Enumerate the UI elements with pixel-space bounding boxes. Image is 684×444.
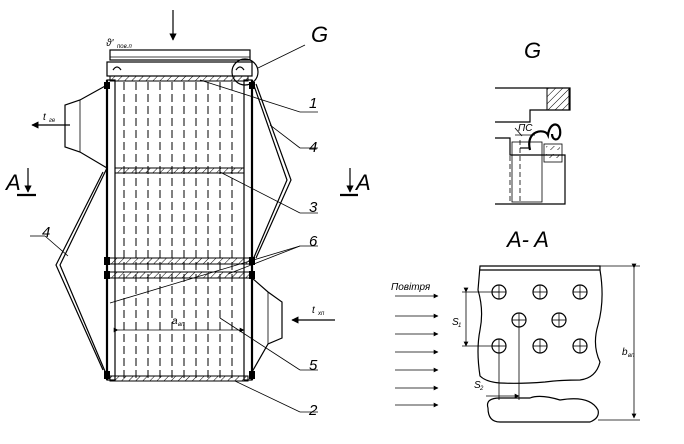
left-tube-row [106, 79, 116, 381]
part-5-label: 5 [309, 357, 318, 374]
upper-tube-sheet [109, 75, 249, 82]
intermediate-tube-sheet-1 [106, 257, 253, 265]
a-label: a [172, 316, 178, 327]
part-4-label-left: 4 [42, 224, 50, 241]
part-6-label: 6 [309, 233, 318, 250]
detail-g-view: G ПС [495, 38, 571, 205]
svg-text:A: A [4, 170, 21, 195]
air-label: Повітря [391, 282, 431, 293]
part-1-label: 1 [309, 95, 317, 112]
section-aa-view: A- A Повітря [391, 227, 640, 423]
theta-label: ϑ' [106, 38, 114, 49]
theta-subscript: пов.п [117, 44, 132, 50]
gas-outlet-nozzle [64, 84, 108, 169]
section-aa-title: A- A [505, 227, 549, 252]
part-2-label: 2 [308, 402, 318, 419]
tube-bundle [123, 82, 233, 378]
section-casing [477, 265, 603, 384]
main-view: ϑ' пов.п [4, 10, 371, 419]
right-tube-row [243, 79, 253, 381]
t-gas-label: t [43, 112, 47, 123]
part-4-label-right: 4 [309, 139, 317, 156]
a-subscript: вп [178, 322, 185, 328]
t-cold-subscript: хп [317, 311, 325, 317]
seal-element [528, 123, 562, 151]
airflow-arrows [395, 293, 439, 408]
lower-tube-sheet [109, 375, 249, 382]
cold-inlet-nozzle [251, 277, 283, 373]
s2-subscript: 2 [479, 386, 484, 392]
b-subscript: вп [628, 353, 635, 359]
lower-casing-piece [486, 395, 599, 423]
upper-header [106, 61, 253, 77]
top-cover [109, 49, 251, 61]
right-shroud [251, 79, 288, 263]
detail-g-circle [231, 58, 259, 86]
s1-subscript: 1 [458, 323, 461, 329]
section-marker-left: A [4, 168, 36, 197]
svg-text:A: A [354, 170, 371, 195]
section-marker-right: A [340, 168, 371, 197]
middle-tube-sheet [114, 167, 245, 174]
t-gas-subscript: ге [49, 118, 56, 124]
tube-array [491, 284, 588, 354]
detail-g-title: G [524, 38, 541, 63]
s1-label: S [452, 317, 459, 328]
detail-callout-g: G [311, 22, 328, 47]
b-label: b [622, 347, 628, 358]
t-cold-label: t [312, 305, 316, 316]
seal-label: ПС [518, 123, 533, 134]
s2-label: S [474, 380, 481, 391]
part-3-label: 3 [309, 199, 318, 216]
left-shroud [59, 167, 108, 377]
